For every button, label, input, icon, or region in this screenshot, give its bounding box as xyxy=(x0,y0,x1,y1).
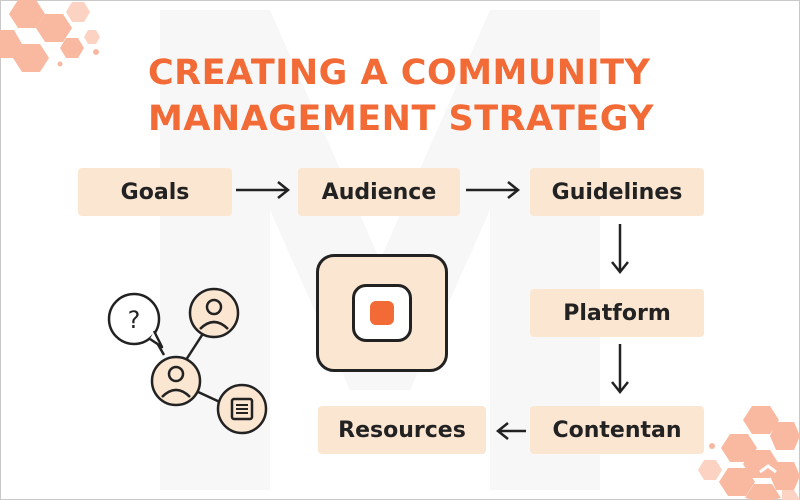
community-network-illustration: ? xyxy=(107,287,268,435)
page-title: CREATING A COMMUNITY MANAGEMENT STRATEGY xyxy=(148,53,655,139)
arrow-contentan-to-resources xyxy=(495,422,526,440)
step-audience: Audience xyxy=(298,168,460,216)
app-icon xyxy=(316,254,448,372)
arrow-goals-to-audience xyxy=(236,181,291,199)
watermark-shape xyxy=(160,10,600,490)
app-icon-dot xyxy=(370,301,394,325)
step-platform: Platform xyxy=(530,289,704,337)
app-icon-inner xyxy=(352,284,412,342)
document-icon xyxy=(216,383,268,435)
question-mark: ? xyxy=(128,306,141,334)
user-icon-top xyxy=(188,287,240,339)
step-contentan: Contentan xyxy=(530,406,704,454)
hexagon-decoration-top-left xyxy=(0,0,100,72)
step-goals: Goals xyxy=(78,168,232,216)
arrow-audience-to-guidelines xyxy=(466,181,521,199)
step-resources: Resources xyxy=(318,406,486,454)
question-bubble-icon: ? xyxy=(107,292,164,349)
arrow-platform-to-contentan xyxy=(611,344,629,395)
step-guidelines: Guidelines xyxy=(530,168,704,216)
arrow-guidelines-to-platform xyxy=(611,224,629,275)
hexagon-decoration-bottom-right xyxy=(698,406,800,500)
user-icon-center xyxy=(150,355,202,407)
